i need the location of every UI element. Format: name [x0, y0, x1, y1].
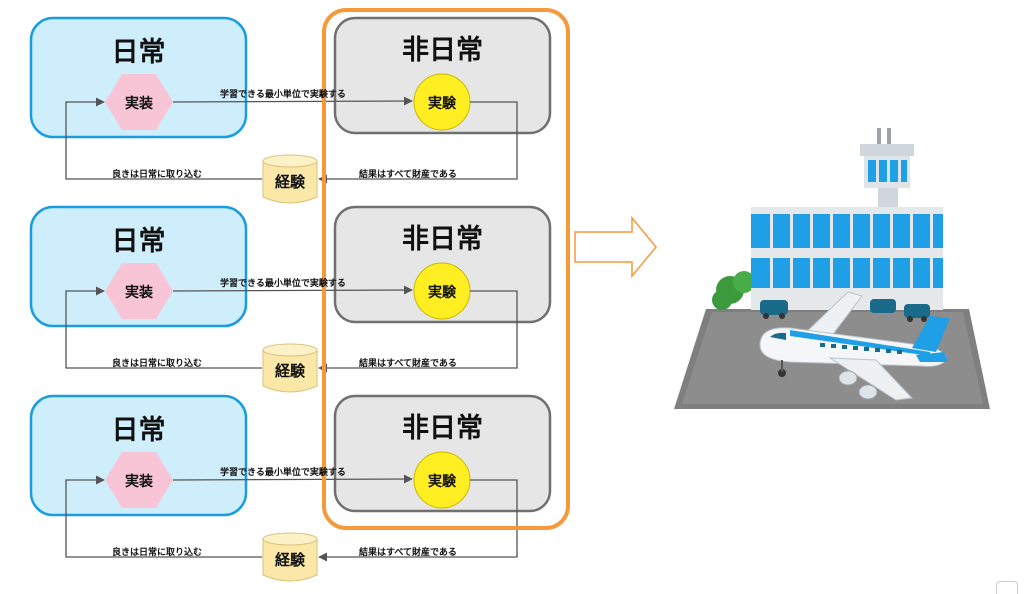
experiment-label: 実験 [428, 474, 456, 490]
arrow-to-experiment [172, 96, 413, 106]
daily-title: 日常 [111, 226, 166, 257]
page-corner-icon [996, 581, 1018, 594]
arrow-to-experience [318, 479, 518, 562]
airport-illustration [674, 128, 990, 409]
implementation-hexagon [105, 452, 173, 508]
daily-title: 日常 [111, 37, 166, 68]
implementation-label: 実装 [125, 474, 153, 490]
experience-database [262, 539, 318, 582]
implementation-hexagon [105, 74, 173, 130]
edge-label-result: 結果はすべて財産である [359, 170, 457, 180]
experience-database-top [262, 532, 318, 546]
experience-database [262, 161, 318, 204]
non-daily-title: 非日常 [402, 35, 483, 66]
experience-database-top [262, 343, 318, 357]
arrow-to-implementation [65, 475, 262, 558]
experience-database-top [262, 154, 318, 168]
edge-label-adopt: 良きは日常に取り込む [112, 170, 203, 180]
edge-label-result: 結果はすべて財産である [359, 359, 457, 369]
highlight-frame [322, 8, 570, 530]
edge-label-result: 結果はすべて財産である [359, 548, 457, 558]
arrow-to-experience [318, 290, 518, 373]
implementation-hexagon [105, 263, 173, 319]
arrow-to-experience [318, 101, 518, 184]
edge-label-experiment: 学習できる最小単位で実験する [220, 468, 346, 478]
arrow-to-experiment [172, 474, 413, 484]
experience-label: 経験 [274, 173, 305, 191]
edge-label-adopt: 良きは日常に取り込む [112, 359, 203, 369]
arrow-to-experiment [172, 285, 413, 295]
experience-label: 経験 [274, 362, 305, 380]
implementation-label: 実装 [125, 96, 153, 112]
implementation-label: 実装 [125, 285, 153, 301]
edge-label-experiment: 学習できる最小単位で実験する [220, 90, 346, 100]
non-daily-title: 非日常 [402, 413, 483, 444]
experience-label: 経験 [274, 551, 305, 569]
right-arrow-icon [574, 215, 657, 279]
rows-layer [29, 16, 552, 582]
edge-label-adopt: 良きは日常に取り込む [112, 548, 203, 558]
edge-label-experiment: 学習できる最小単位で実験する [220, 279, 346, 289]
arrow-to-implementation [65, 286, 262, 369]
experiment-label: 実験 [428, 285, 456, 301]
experiment-label: 実験 [428, 96, 456, 112]
non-daily-title: 非日常 [402, 224, 483, 255]
arrow-to-implementation [65, 97, 262, 180]
experience-database [262, 350, 318, 393]
daily-title: 日常 [111, 415, 166, 446]
